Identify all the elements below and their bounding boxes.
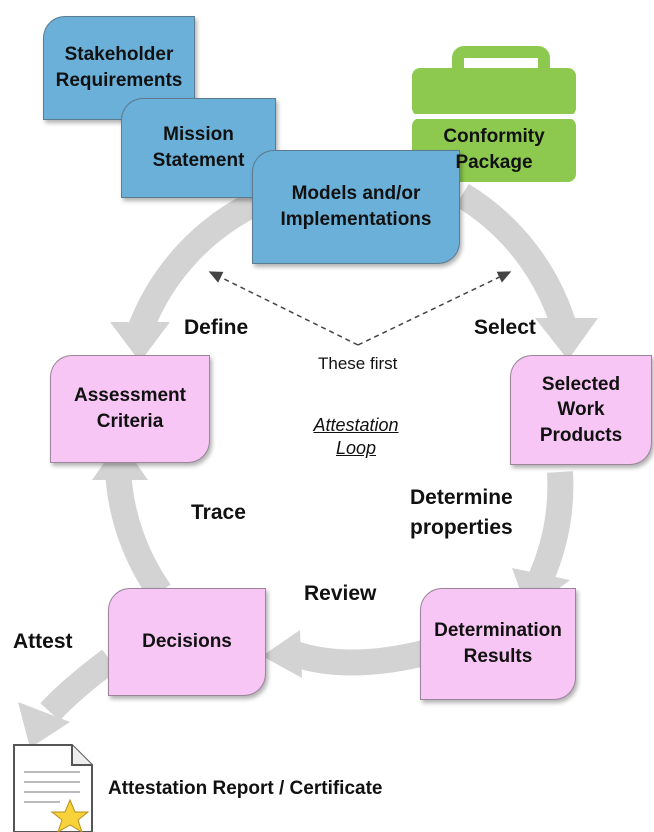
step-select: Select (474, 316, 536, 339)
mission-statement-box: Mission Statement (121, 98, 276, 198)
assessment-criteria-box: Assessment Criteria (50, 355, 210, 463)
step-trace: Trace (191, 501, 246, 524)
attestation-report-label: Attestation Report / Certificate (108, 778, 383, 799)
loop-arrow-define (110, 188, 268, 362)
loop-arrow-review (262, 630, 432, 678)
models-implementations-label: Models and/or Implementations (280, 183, 432, 230)
step-determine-line1: Determine (410, 486, 513, 509)
mission-statement-label: Mission Statement (152, 124, 245, 171)
models-implementations-box: Models and/or Implementations (252, 150, 460, 264)
decisions-box: Decisions (108, 588, 266, 696)
these-first-label: These first (318, 354, 398, 373)
step-define: Define (184, 316, 249, 339)
attestation-loop-line1: Attestation (313, 415, 399, 435)
selected-work-products-box: Selected Work Products (510, 355, 652, 465)
loop-arrow-select (455, 183, 598, 360)
determination-results-box: Determination Results (420, 588, 576, 700)
conformity-package-label: Conformity Package (443, 126, 545, 173)
step-review: Review (304, 582, 377, 605)
these-first-pointers (208, 271, 512, 346)
conformity-package-box: Conformity Package (412, 118, 576, 182)
attestation-loop-line2: Loop (335, 437, 377, 458)
attestation-loop-title: Attestation Loop (300, 414, 412, 459)
decisions-label: Decisions (142, 631, 232, 653)
attest-arrow (18, 649, 118, 748)
step-attest: Attest (13, 630, 73, 653)
determination-results-label: Determination Results (434, 620, 562, 667)
certificate-icon (13, 744, 93, 832)
step-determine-line2: properties (410, 516, 513, 539)
selected-work-products-label: Selected Work Products (539, 373, 623, 446)
stakeholder-requirements-label: Stakeholder Requirements (55, 44, 183, 91)
assessment-criteria-label: Assessment Criteria (74, 385, 186, 432)
